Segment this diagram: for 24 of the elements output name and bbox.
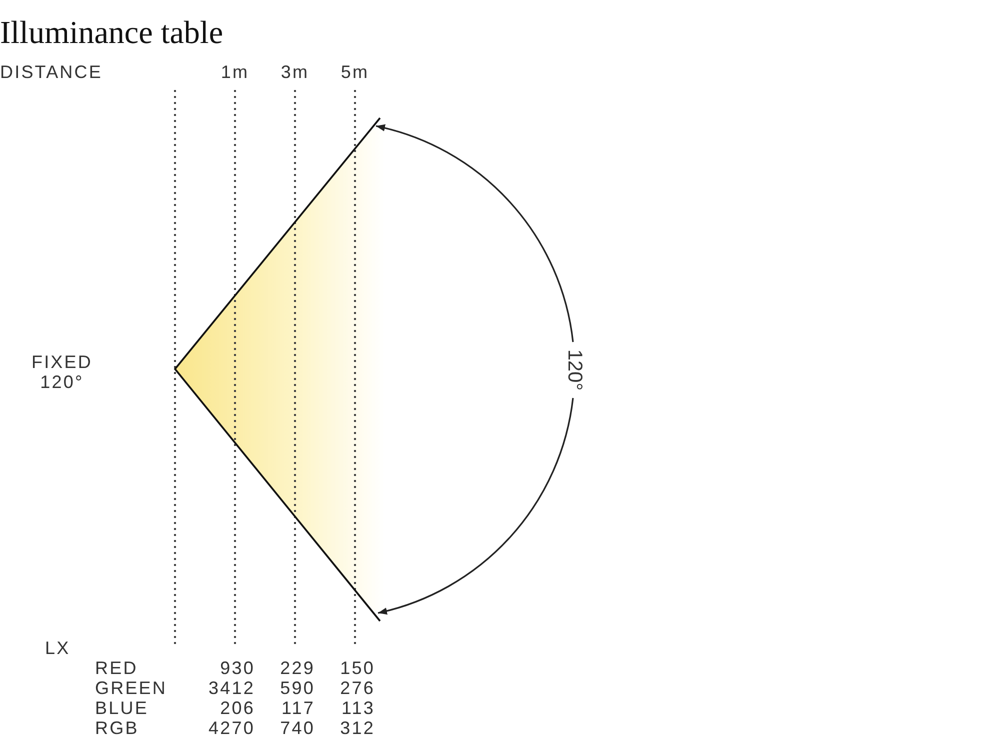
table-value: 229 — [280, 658, 315, 678]
table-value: 930 — [220, 658, 255, 678]
angle-label: 120° — [564, 349, 584, 391]
table-row-header: RGB — [95, 718, 139, 738]
table-value: 590 — [280, 678, 315, 698]
distance-label: 1m — [220, 62, 250, 82]
table-value: 150 — [340, 658, 375, 678]
beam-angle-label: FIXED 120° — [30, 352, 94, 392]
distance-label: 3m — [280, 62, 310, 82]
table-value: 3412 — [208, 678, 255, 698]
axis-label: DISTANCE — [0, 62, 102, 82]
table-value: 312 — [340, 718, 375, 738]
distance-label: 5m — [340, 62, 370, 82]
table-row-header: RED — [95, 658, 138, 678]
unit-label: LX — [45, 638, 70, 658]
table-value: 4270 — [208, 718, 255, 738]
table-row-header: GREEN — [95, 678, 168, 698]
table-value: 276 — [340, 678, 375, 698]
table-value: 206 — [220, 698, 255, 718]
table-value: 740 — [280, 718, 315, 738]
table-value: 117 — [282, 698, 315, 718]
title: Illuminance table — [0, 14, 224, 51]
table-value: 113 — [342, 698, 375, 718]
table-row-header: BLUE — [95, 698, 148, 718]
